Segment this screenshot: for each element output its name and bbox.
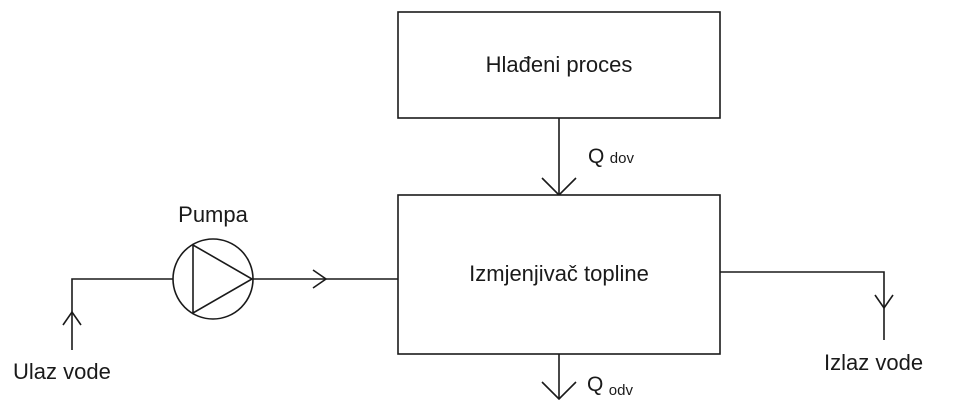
cooled-process-block — [397, 11, 721, 119]
water-inlet-pipe — [71, 278, 173, 350]
pump-triangle-icon — [192, 243, 254, 315]
pump-circle — [172, 238, 254, 320]
water-outlet-arrowhead-icon — [874, 294, 894, 310]
heat-input-symbol: Q — [588, 145, 604, 168]
water-outlet-pipe — [720, 271, 885, 340]
heat-input-subscript: dov — [610, 150, 635, 167]
pump-outlet-arrowhead-icon — [312, 269, 328, 289]
water-inlet-arrowhead-icon — [62, 310, 82, 326]
heat-output-subscript: odv — [609, 382, 634, 399]
cooled-process-label: Hlađeni proces — [486, 52, 633, 77]
water-outlet-label: Izlaz vode — [824, 350, 923, 375]
heat-output-symbol: Q — [587, 373, 603, 396]
heat-input-label: Q dov — [588, 145, 634, 168]
pump-label: Pumpa — [178, 202, 248, 227]
water-inlet-label: Ulaz vode — [13, 359, 111, 384]
heat-exchanger-label: Izmjenjivač topline — [469, 261, 649, 286]
heat-output-arrowhead-icon — [541, 381, 577, 400]
heat-exchanger-block — [397, 194, 721, 355]
heat-output-label: Q odv — [587, 373, 633, 399]
